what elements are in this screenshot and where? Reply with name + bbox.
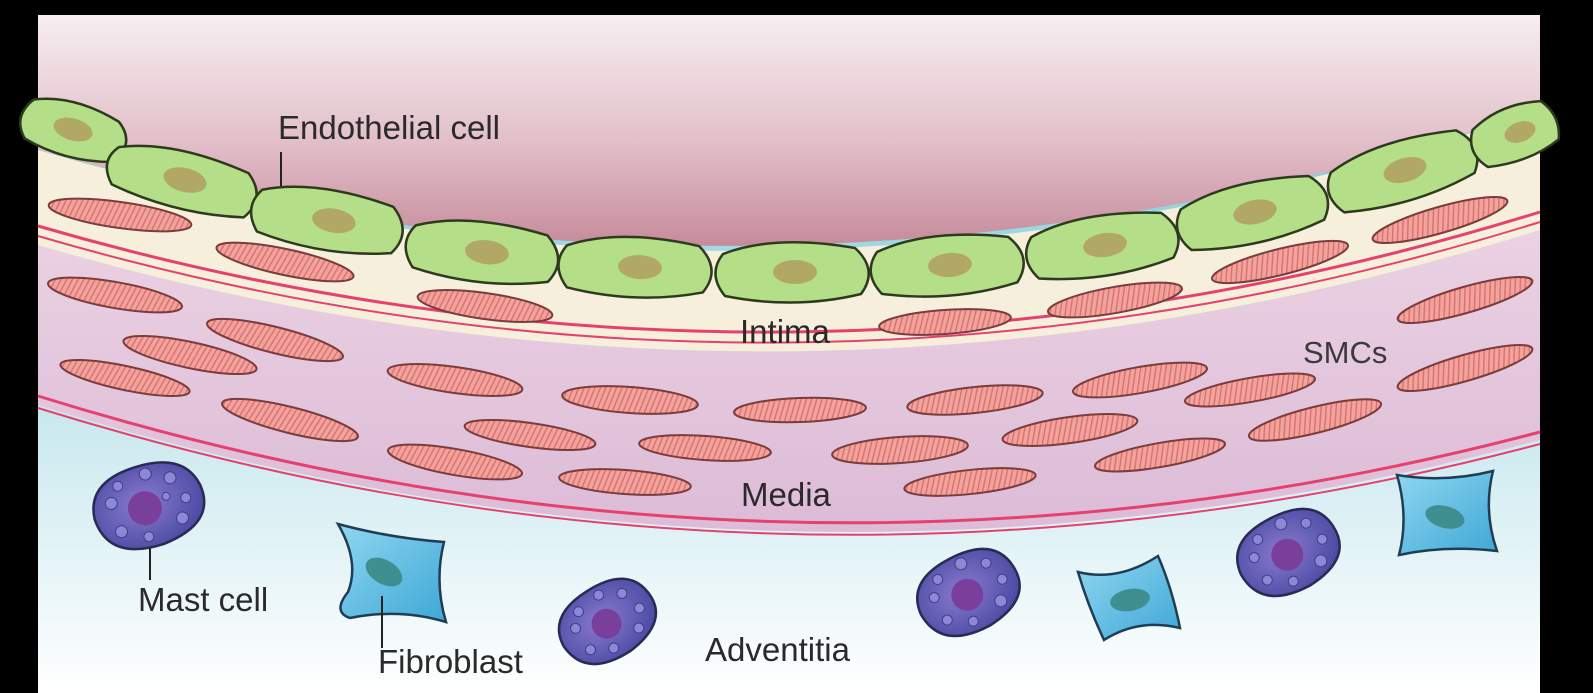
endothelial-cell	[715, 242, 868, 302]
fibroblast-cell	[1397, 471, 1497, 555]
adventitia-label: Adventitia	[705, 633, 850, 666]
intima-label: Intima	[740, 315, 830, 348]
smcs-label: SMCs	[1303, 337, 1387, 368]
mast-cell-label: Mast cell	[138, 583, 268, 616]
media-label: Media	[741, 478, 831, 511]
endothelial-cell-label: Endothelial cell	[278, 111, 500, 144]
endothelial-cell	[557, 233, 713, 301]
fibroblast-label: Fibroblast	[378, 645, 523, 678]
